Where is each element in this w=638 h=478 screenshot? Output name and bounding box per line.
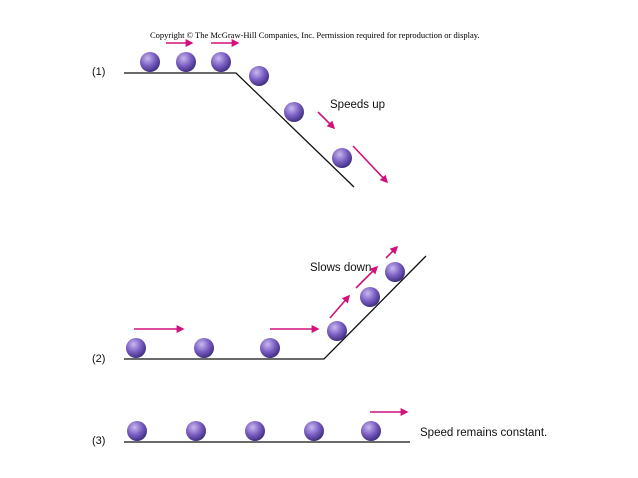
velocity-arrow-2-3 [329, 294, 351, 319]
ball-2-5 [360, 287, 380, 307]
panel-2-track [124, 255, 427, 360]
ball-1-4 [249, 66, 269, 86]
panel-3-number: (3) [92, 435, 105, 447]
panel-2-caption: Slows down [310, 262, 371, 274]
panel-3-constant-speed: (3) Speed remains constant. [92, 408, 547, 447]
ball-3-3 [245, 421, 265, 441]
panel-1-caption: Speeds up [330, 99, 385, 111]
panel-1-track [124, 72, 355, 188]
ball-1-6 [332, 148, 352, 168]
panel-2-velocity-arrows [134, 245, 399, 333]
velocity-arrow-1-4 [352, 145, 389, 184]
ball-2-4 [327, 321, 347, 341]
panel-3-balls [127, 421, 381, 441]
ball-1-1 [140, 52, 160, 72]
ball-1-5 [284, 102, 304, 122]
velocity-arrow-2-5 [385, 245, 399, 259]
ball-2-6 [385, 262, 405, 282]
panel-1-speeds-up: (1) Speeds up [92, 39, 389, 188]
panel-2-slows-down: (2) Slows down [92, 245, 427, 365]
ball-1-2 [176, 52, 196, 72]
ball-2-1 [126, 338, 146, 358]
ball-2-2 [194, 338, 214, 358]
copyright-notice: Copyright © The McGraw-Hill Companies, I… [150, 30, 480, 40]
panel-1-velocity-arrows [166, 39, 389, 184]
ball-3-2 [186, 421, 206, 441]
panel-1-balls [140, 52, 352, 168]
panel-2-number: (2) [92, 353, 105, 365]
ball-3-5 [361, 421, 381, 441]
ball-1-3 [211, 52, 231, 72]
ball-3-4 [304, 421, 324, 441]
panel-3-caption: Speed remains constant. [420, 427, 547, 439]
ball-3-1 [127, 421, 147, 441]
velocity-arrow-2-4 [355, 265, 379, 289]
panel-1-number: (1) [92, 66, 105, 78]
panel-2-balls [126, 262, 405, 358]
velocity-arrow-1-3 [317, 111, 336, 130]
ball-2-3 [260, 338, 280, 358]
